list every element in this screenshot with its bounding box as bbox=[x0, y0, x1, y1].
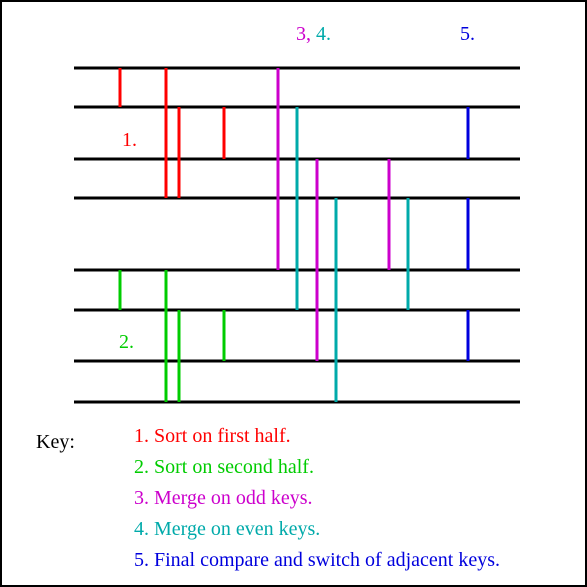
comparators-group bbox=[118, 68, 470, 402]
key-item-3: 3. Merge on odd keys. bbox=[134, 487, 313, 509]
label-stage-5: 5. bbox=[460, 23, 475, 45]
label-stage-2: 2. bbox=[119, 331, 134, 353]
key-title: Key: bbox=[36, 431, 75, 453]
key-item-1: 1. Sort on first half. bbox=[134, 425, 291, 447]
label-stage-1: 1. bbox=[122, 129, 137, 151]
label-stage-3: 3, bbox=[296, 23, 311, 45]
key-item-2: 2. Sort on second half. bbox=[134, 456, 314, 478]
key-item-5: 5. Final compare and switch of adjacent … bbox=[134, 549, 500, 571]
label-stage-4: 4. bbox=[316, 23, 331, 45]
key-item-4: 4. Merge on even keys. bbox=[134, 518, 320, 540]
